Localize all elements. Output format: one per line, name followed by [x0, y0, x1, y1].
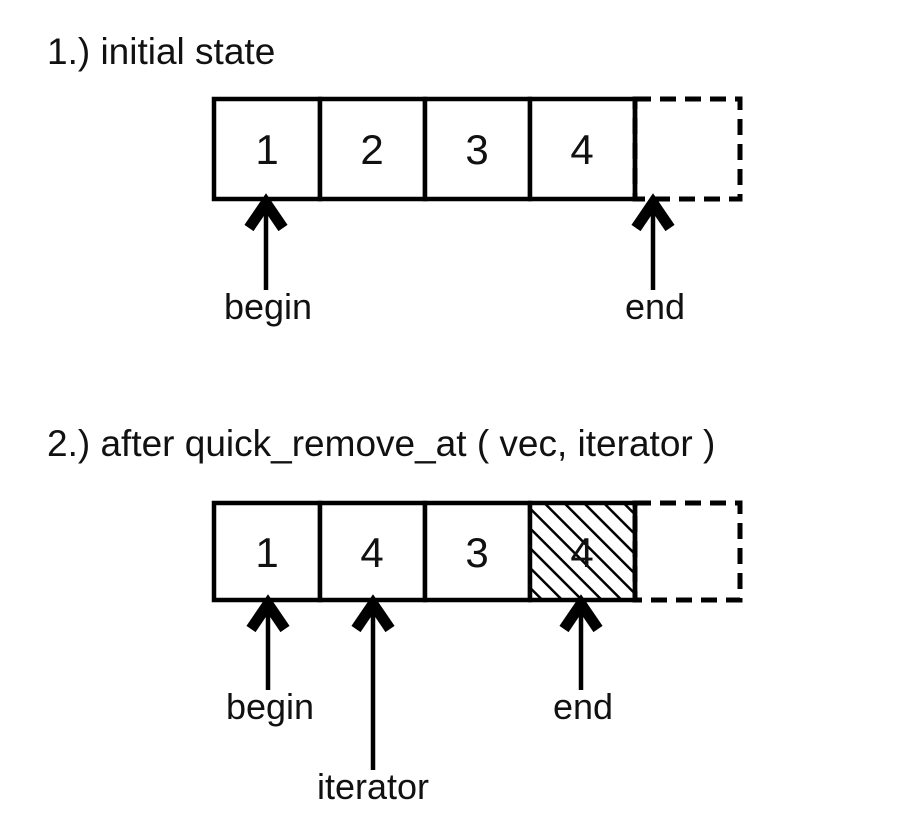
- step-2-cell-1-value: 4: [360, 529, 384, 576]
- step-2-pointer-iterator-arrow: [351, 594, 395, 770]
- step-2-cell-3-value: 4: [570, 529, 594, 576]
- step-1-cell-4-dashed: [632, 96, 743, 202]
- step-2-pointer-label-iterator: iterator: [316, 766, 430, 807]
- step-2-cell-4-dashed: [632, 500, 743, 603]
- step-2-pointer-begin-arrow: [246, 594, 290, 690]
- step-1-pointer-label-end: end: [624, 286, 686, 327]
- step-2-cell-2-value: 3: [465, 529, 489, 576]
- step-1-pointer-label-begin: begin: [223, 286, 313, 327]
- step-1-cell-1-value: 2: [360, 126, 384, 173]
- step-2-pointer-end-arrow: [559, 594, 603, 690]
- step-1-cell-3-value: 4: [570, 126, 594, 173]
- section-1-heading: 1.) initial state: [47, 31, 276, 72]
- step-2-pointer-label-begin: begin: [225, 686, 315, 727]
- step-1-pointer-end-arrow: [631, 193, 675, 290]
- step-1-pointer-begin-arrow: [244, 193, 288, 290]
- step-1-cell-0-value: 1: [255, 126, 279, 173]
- section-2-heading: 2.) after quick_remove_at ( vec, iterato…: [47, 423, 716, 464]
- step-1-cell-2-value: 3: [465, 126, 489, 173]
- step-2-cell-0-value: 1: [255, 529, 279, 576]
- step-2-pointer-label-end: end: [552, 686, 614, 727]
